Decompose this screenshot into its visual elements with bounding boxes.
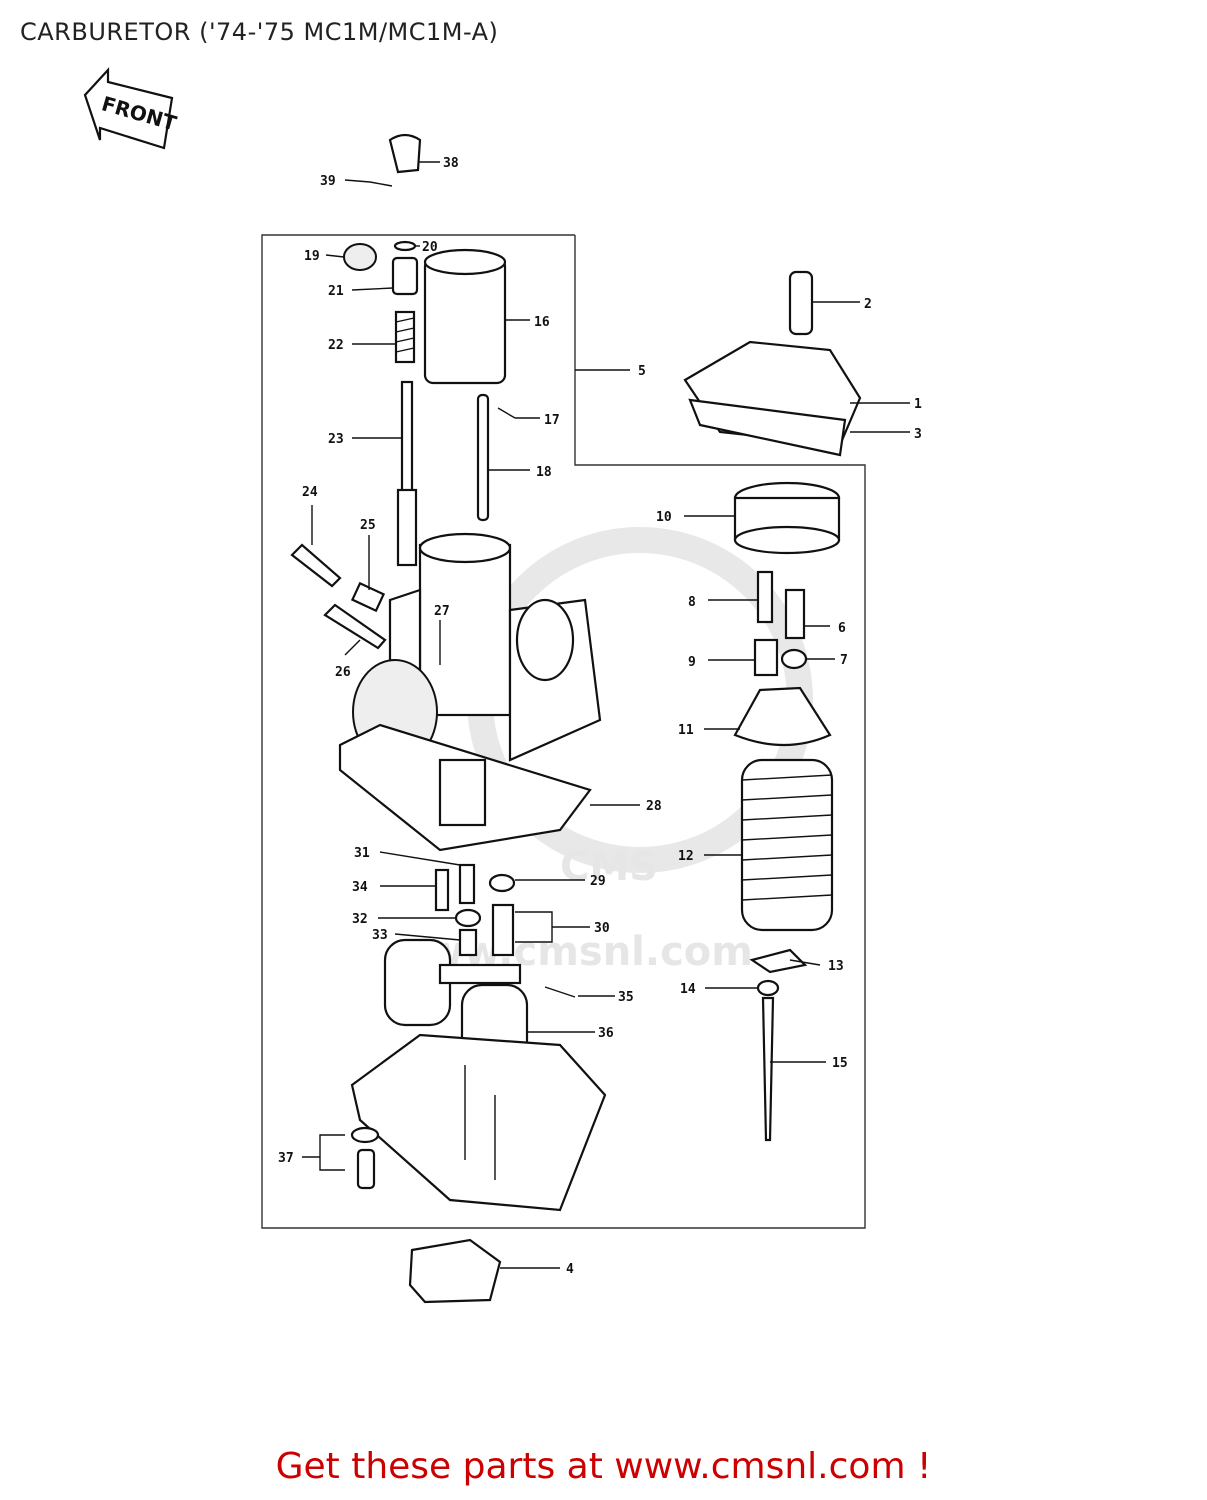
callout-1: 1	[914, 397, 922, 412]
callout-labels: 1 2 3 4 5 6 7 8 9 10 11 12 13 14 15 16 1…	[278, 156, 922, 1277]
callout-13: 13	[828, 959, 844, 974]
callout-26: 26	[335, 665, 351, 680]
callout-21: 21	[328, 284, 344, 299]
part-31-jet	[458, 863, 476, 905]
part-39-clip	[369, 181, 393, 187]
part-8-screw	[756, 570, 774, 624]
callout-7: 7	[840, 653, 848, 668]
part-23-rod	[396, 380, 418, 567]
float-arm	[438, 963, 522, 985]
part-26-bolt	[323, 603, 387, 650]
callout-6: 6	[838, 621, 846, 636]
leader-lines	[302, 161, 910, 1269]
callout-37: 37	[278, 1151, 294, 1166]
part-24-screw	[290, 543, 342, 588]
part-34-screw	[434, 868, 450, 912]
callout-23: 23	[328, 432, 344, 447]
part-13-plate	[749, 948, 808, 974]
callout-11: 11	[678, 723, 694, 738]
callout-22: 22	[328, 338, 344, 353]
callout-24: 24	[302, 485, 318, 500]
part-37-washer	[350, 1126, 380, 1144]
part-4-cap	[408, 1238, 502, 1304]
watermark-logo-text: CMS	[560, 844, 658, 890]
part-25-spring	[350, 581, 386, 613]
callout-9: 9	[688, 655, 696, 670]
part-29-oring	[488, 873, 516, 893]
callout-29: 29	[590, 874, 606, 889]
part-14-clip	[756, 979, 780, 997]
callout-35: 35	[618, 990, 634, 1005]
callout-5: 5	[638, 364, 646, 379]
part-1-top-cover	[683, 340, 862, 457]
part-30-valve	[491, 903, 515, 957]
callout-10: 10	[656, 510, 672, 525]
callout-12: 12	[678, 849, 694, 864]
callout-15: 15	[832, 1056, 848, 1071]
part-18-needle	[476, 393, 490, 522]
callout-34: 34	[352, 880, 368, 895]
callout-20: 20	[422, 240, 438, 255]
front-arrow-icon: FRONT	[83, 67, 179, 150]
part-11-cap	[733, 686, 832, 747]
part-6-screw	[784, 588, 806, 640]
callout-30: 30	[594, 921, 610, 936]
part-19-cap	[343, 243, 377, 271]
callout-28: 28	[646, 799, 662, 814]
part-37-screw	[356, 1148, 376, 1190]
part-20-washer	[393, 240, 417, 252]
callout-36: 36	[598, 1026, 614, 1041]
part-15-jet-needle	[761, 996, 775, 1142]
page-title: CARBURETOR ('74-'75 MC1M/MC1M-A)	[20, 18, 499, 46]
callout-3: 3	[914, 427, 922, 442]
callout-32: 32	[352, 912, 368, 927]
callout-38: 38	[443, 156, 459, 171]
part-17-clip	[497, 407, 516, 419]
callout-17: 17	[544, 413, 560, 428]
part-2-plug	[788, 270, 814, 336]
callout-8: 8	[688, 595, 696, 610]
part-38-cap	[388, 133, 422, 174]
part-16-throttle-valve	[423, 248, 507, 385]
callout-31: 31	[354, 846, 370, 861]
part-12-spring	[740, 758, 834, 932]
part-22-spring	[394, 310, 416, 364]
float-bowl	[350, 1033, 607, 1212]
part-9-spring	[753, 638, 779, 677]
part-10-ring-nut	[733, 481, 841, 555]
part-7-nut	[780, 648, 808, 670]
footer-link[interactable]: Get these parts at www.cmsnl.com !	[275, 1446, 932, 1487]
callout-4: 4	[566, 1262, 574, 1277]
callout-16: 16	[534, 315, 550, 330]
callout-33: 33	[372, 928, 388, 943]
carburetor-body	[338, 532, 602, 852]
callout-19: 19	[304, 249, 320, 264]
callout-27: 27	[434, 604, 450, 619]
callout-14: 14	[680, 982, 696, 997]
assembly-frame	[261, 234, 866, 1229]
part-32-washer	[454, 908, 482, 928]
part-33-jet	[458, 928, 478, 957]
callout-25: 25	[360, 518, 376, 533]
part-35-pin	[544, 986, 576, 998]
part-21-adjuster	[391, 256, 419, 296]
callout-18: 18	[536, 465, 552, 480]
callout-39: 39	[320, 174, 336, 189]
callout-2: 2	[864, 297, 872, 312]
